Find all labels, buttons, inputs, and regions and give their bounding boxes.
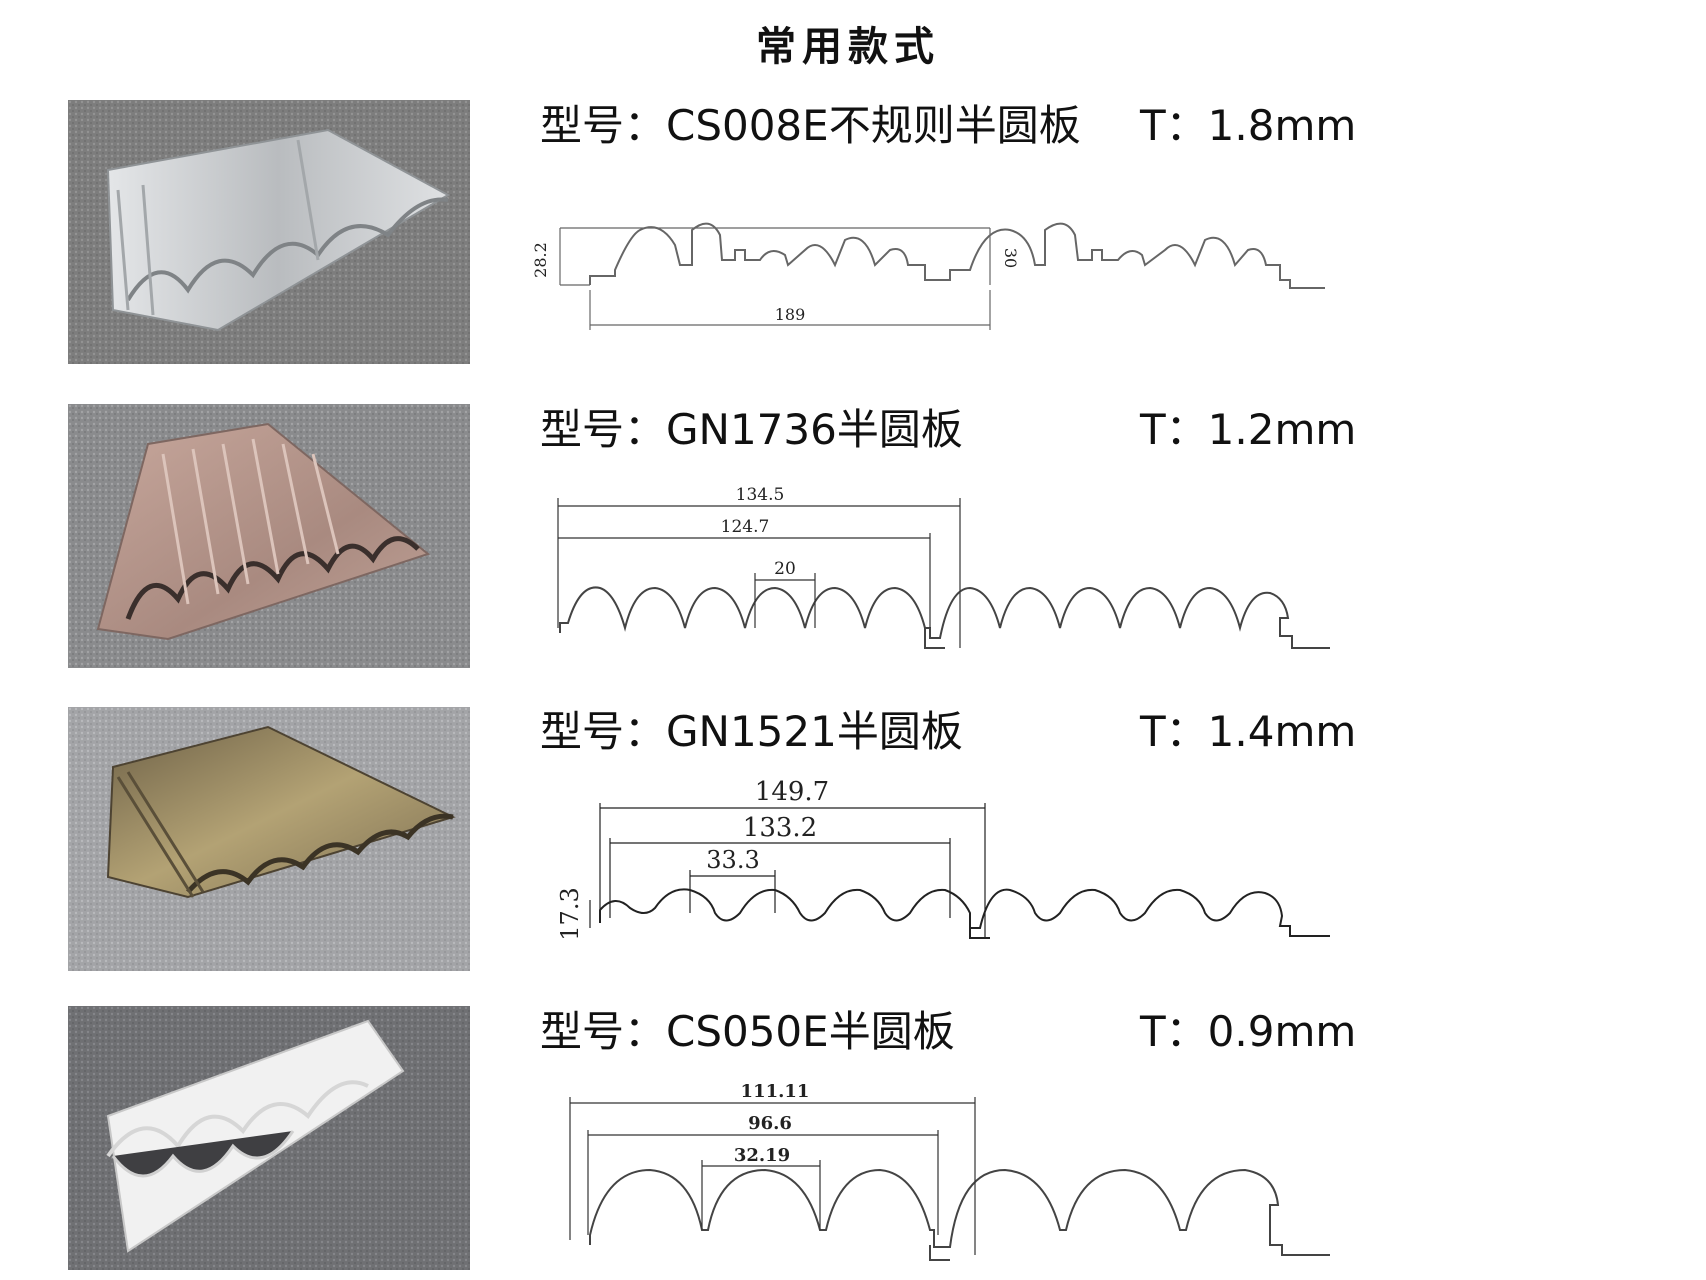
dim-pitch: 20 <box>774 559 796 579</box>
product-photo-cs008e <box>68 100 470 364</box>
thickness-label-cs008e: T：1.8mm <box>1140 101 1357 150</box>
dim-pitch: 33.3 <box>706 846 759 874</box>
profile-drawing-cs008e: 28.2 30 189 <box>530 210 1360 340</box>
dim-height-left: 28.2 <box>531 242 550 278</box>
profile-drawing-gn1736: 134.5 124.7 20 <box>530 478 1360 658</box>
dim-pitch: 32.19 <box>734 1145 790 1166</box>
model-label-cs008e: 型号：CS008E不规则半圆板 <box>540 101 1081 150</box>
thickness-label-gn1521: T：1.4mm <box>1140 707 1357 756</box>
product-photo-cs050e <box>68 1006 470 1270</box>
dim-width: 189 <box>775 305 806 324</box>
dim-height-right: 30 <box>1001 248 1020 268</box>
model-label-gn1736: 型号：GN1736半圆板 <box>540 405 963 454</box>
dim-module: 133.2 <box>743 813 817 843</box>
dim-overall: 149.7 <box>755 778 829 807</box>
product-photo-gn1736 <box>68 404 470 668</box>
dim-overall: 134.5 <box>736 485 785 505</box>
product-photo-gn1521 <box>68 707 470 971</box>
dim-module: 96.6 <box>748 1113 792 1134</box>
thickness-label-gn1736: T：1.2mm <box>1140 405 1357 454</box>
model-label-gn1521: 型号：GN1521半圆板 <box>540 707 963 756</box>
profile-drawing-gn1521: 149.7 133.2 33.3 17.3 <box>530 778 1360 948</box>
page-title: 常用款式 <box>756 24 940 70</box>
thickness-label-cs050e: T：0.9mm <box>1140 1007 1357 1056</box>
model-label-cs050e: 型号：CS050E半圆板 <box>540 1007 955 1056</box>
dim-module: 124.7 <box>721 517 770 537</box>
profile-drawing-cs050e: 111.11 96.6 32.19 <box>530 1075 1360 1265</box>
dim-overall: 111.11 <box>741 1081 810 1102</box>
dim-height: 17.3 <box>556 887 584 940</box>
